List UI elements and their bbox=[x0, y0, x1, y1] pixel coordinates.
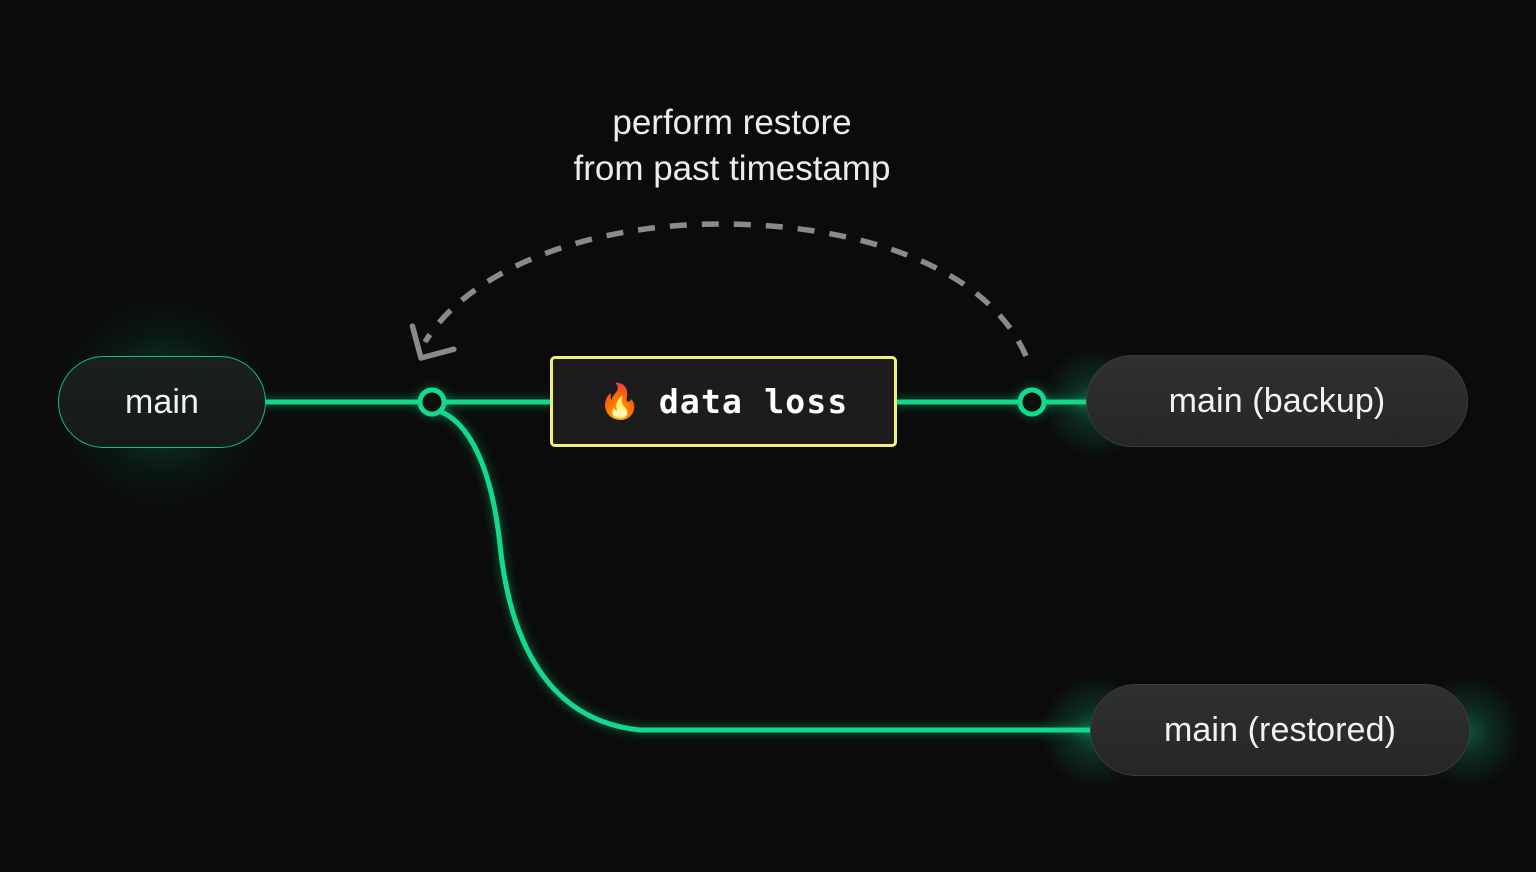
node-main-backup-label: main (backup) bbox=[1168, 381, 1386, 420]
junction-backup-point[interactable] bbox=[1017, 387, 1047, 417]
node-data-loss-label: data loss bbox=[658, 382, 849, 421]
caption-line-2: from past timestamp bbox=[573, 149, 891, 188]
restore-arrowhead-icon bbox=[409, 323, 457, 361]
node-data-loss[interactable]: 🔥 data loss bbox=[550, 356, 897, 447]
node-main[interactable]: main bbox=[58, 356, 266, 448]
caption-line-1: perform restore bbox=[612, 103, 852, 142]
fire-icon: 🔥 bbox=[598, 381, 641, 422]
edge-restore-arrow bbox=[422, 221, 1029, 358]
junction-branch-point[interactable] bbox=[417, 387, 447, 417]
node-main-label: main bbox=[124, 382, 200, 421]
edge-branch-to-restored bbox=[433, 407, 1105, 733]
node-main-restored-label: main (restored) bbox=[1163, 710, 1396, 749]
restore-caption: perform restore from past timestamp bbox=[0, 100, 1464, 192]
node-main-backup[interactable]: main (backup) bbox=[1086, 355, 1468, 447]
node-main-restored[interactable]: main (restored) bbox=[1090, 684, 1470, 776]
